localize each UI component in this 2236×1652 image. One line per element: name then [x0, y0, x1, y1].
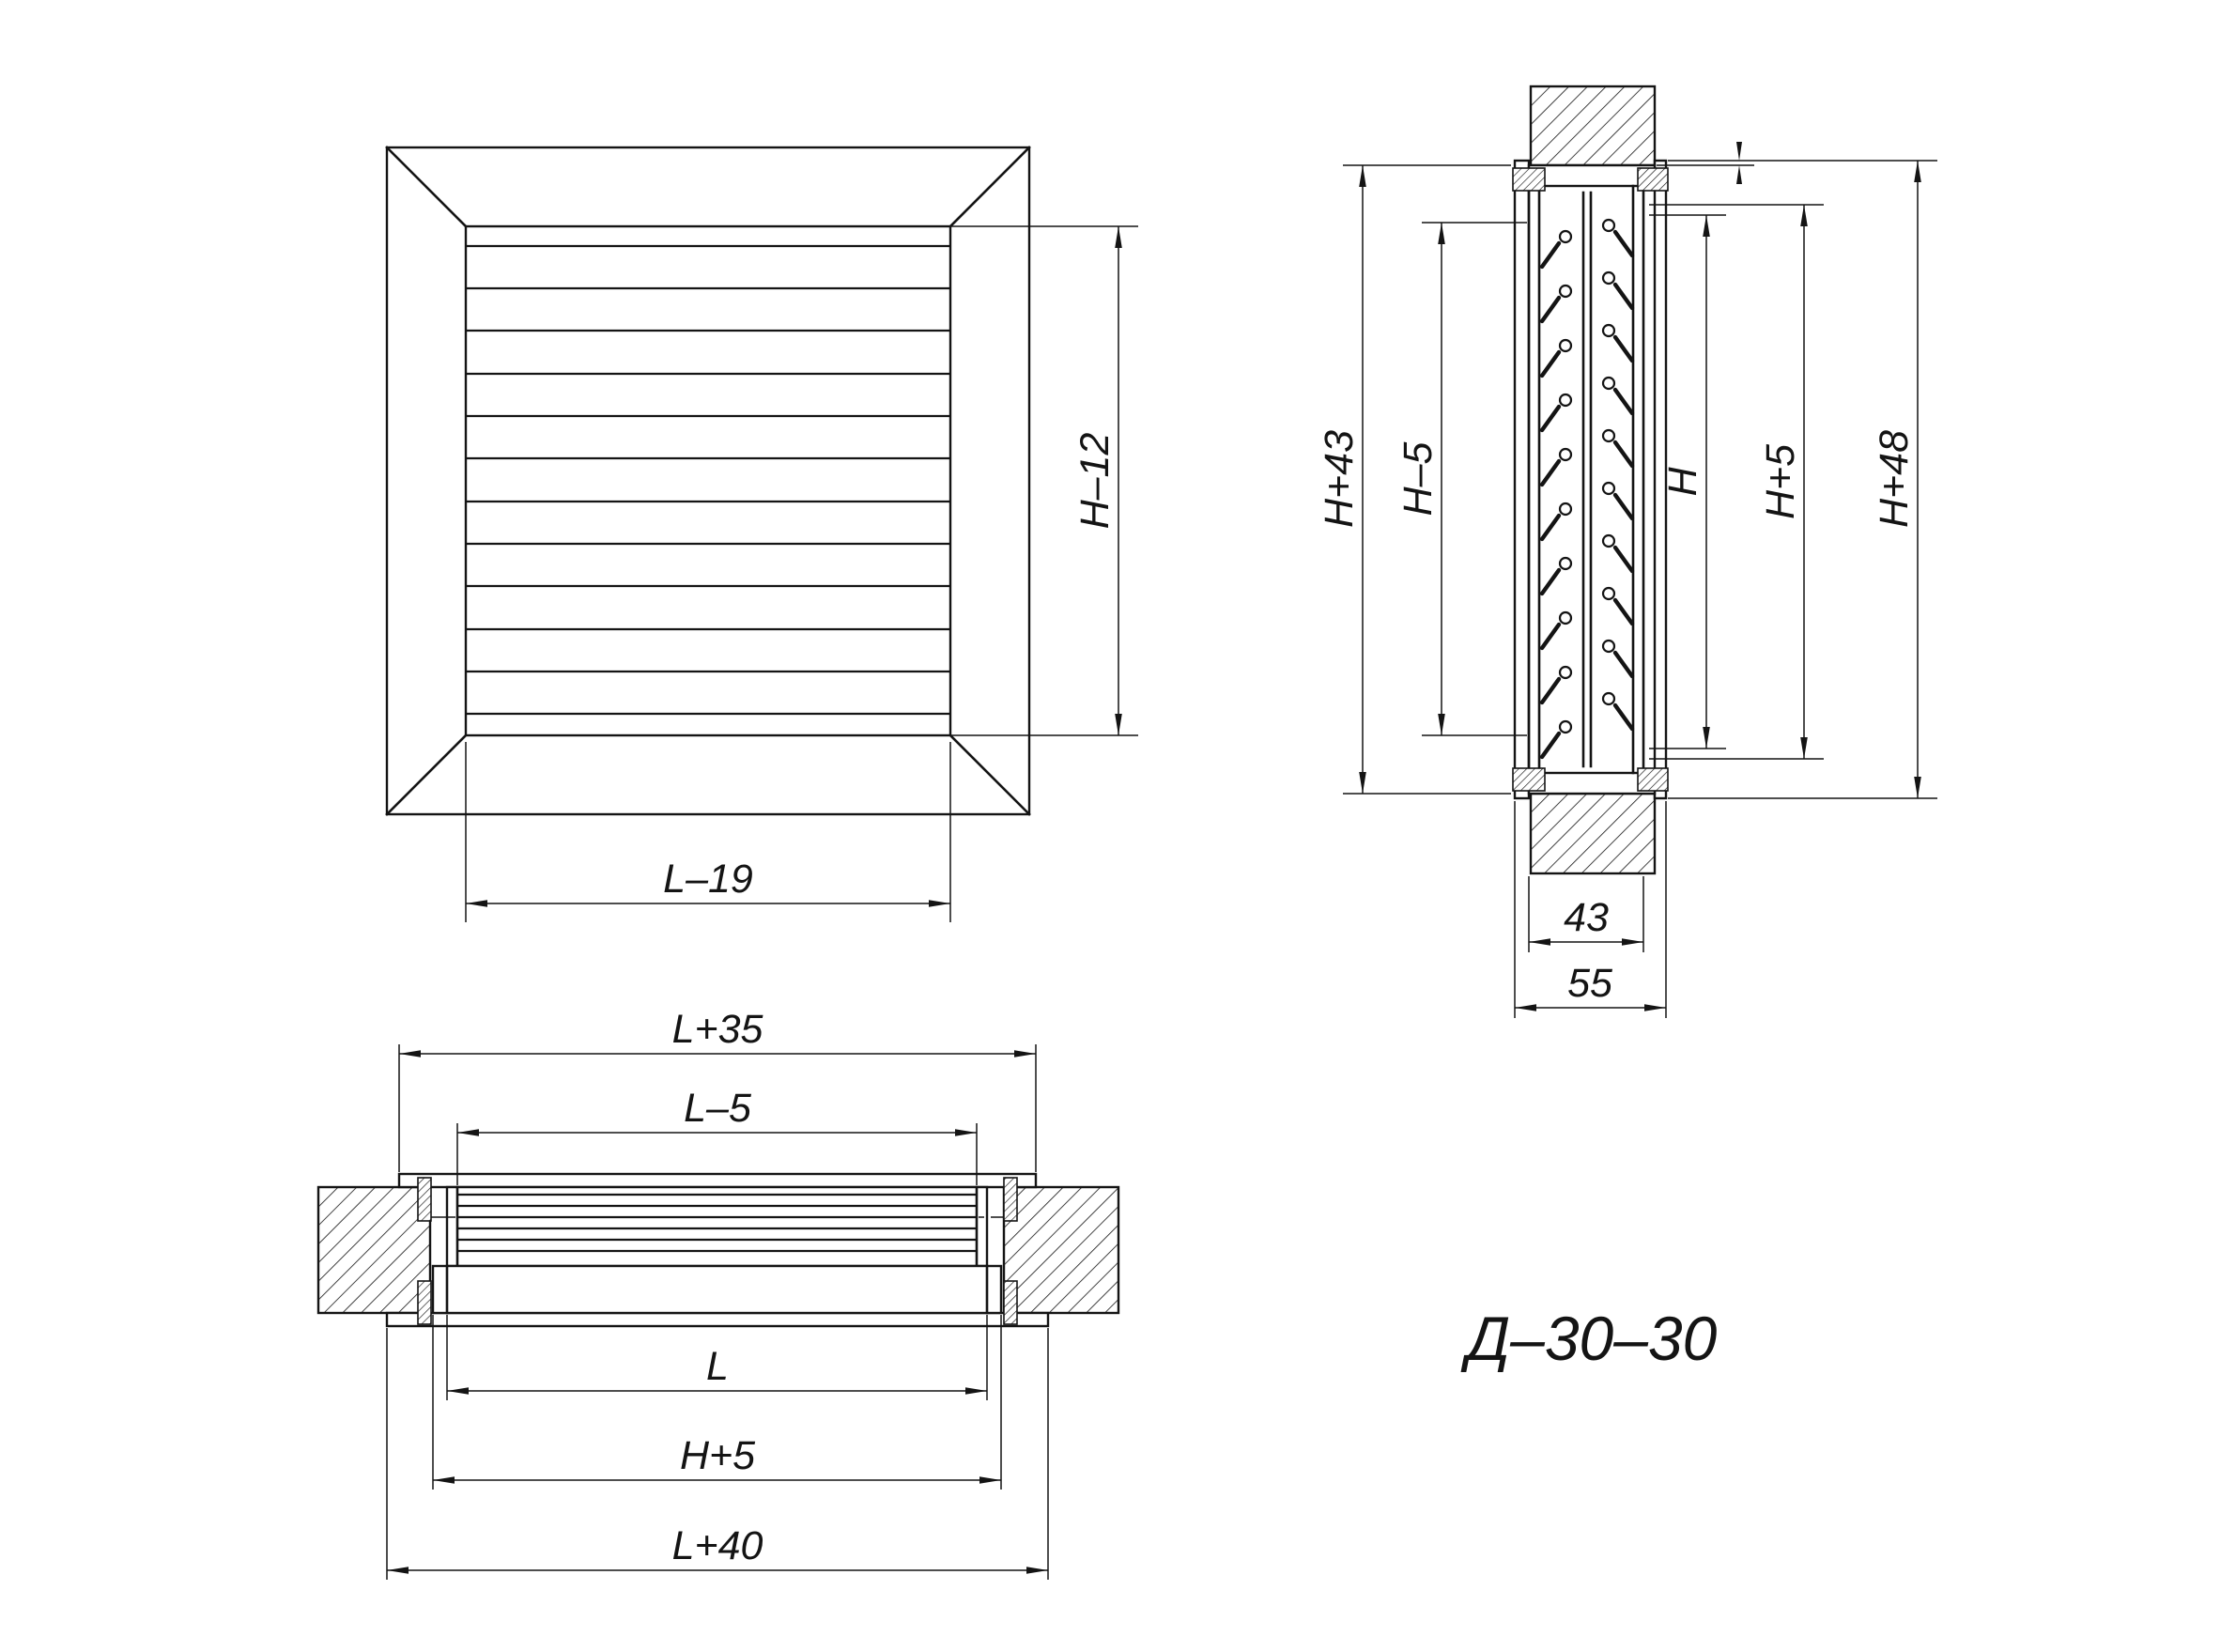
front-louvers	[466, 244, 950, 716]
fastener-screws	[1512, 167, 1669, 792]
dim-43-label: 43	[1564, 895, 1609, 940]
screw-left-front	[417, 1177, 432, 1222]
wall-bottom-section	[1529, 792, 1657, 875]
dim-plan-frame: H+5	[432, 1315, 1002, 1490]
wall-left-section	[316, 1185, 432, 1315]
frame-flange-profile	[385, 1311, 1050, 1328]
screw-bottom-right	[1637, 767, 1669, 792]
dim-l-label: L	[706, 1344, 729, 1389]
dim-h-minus-5-label: H–5	[1396, 440, 1441, 516]
dim-section-h: H	[1649, 214, 1726, 749]
dim-section-outer-right: H+48	[1657, 142, 1937, 799]
front-flange-profile	[1513, 159, 1531, 800]
dim-front-height: H–12	[950, 225, 1138, 736]
front-view	[385, 146, 1031, 816]
dim-plan-top-inner: L–5	[456, 1086, 978, 1185]
dim-section-inner-left: H–5	[1396, 222, 1527, 736]
screw-right-back	[1003, 1280, 1018, 1325]
wall-right-section	[1002, 1185, 1120, 1315]
dim-depth-43: 43	[1528, 876, 1644, 952]
frame-bottom-profile	[1527, 771, 1657, 795]
dim-l-minus-5-label: L–5	[684, 1086, 752, 1131]
dim-plan-top-outer: L+35	[398, 1007, 1037, 1172]
plan-fastener-screws	[417, 1177, 1018, 1325]
frame-body-profile	[431, 1264, 1003, 1315]
drawing-number: Д–30–30	[1460, 1304, 1718, 1373]
dim-55-label: 55	[1567, 961, 1613, 1006]
screw-top-left	[1512, 167, 1546, 192]
dim-section-outer-left: H+43	[1317, 164, 1511, 795]
plan-view	[316, 1172, 1120, 1328]
grille-body-profile	[445, 1185, 989, 1268]
dim-depth-55: 55	[1514, 801, 1667, 1018]
dim-plan-bottom-outer: L+40	[386, 1328, 1049, 1580]
dim-front-height-label: H–12	[1072, 433, 1118, 530]
screw-right-front	[1003, 1177, 1018, 1222]
dim-h-label: H	[1660, 467, 1705, 497]
dim-l40-label: L+40	[672, 1523, 763, 1568]
dim-front-width-label: L–19	[663, 857, 753, 902]
dim-h48-label: H+48	[1872, 430, 1917, 528]
grille-flange-profile	[397, 1172, 1038, 1189]
dim-plan-body: L	[446, 1315, 988, 1400]
dim-plan-h5-label: H+5	[680, 1433, 756, 1478]
mini-arrow-down	[1736, 142, 1742, 161]
screw-bottom-left	[1512, 767, 1546, 792]
mini-arrow-up	[1736, 165, 1742, 184]
dim-h43-label: H+43	[1317, 430, 1362, 528]
screw-left-back	[417, 1280, 432, 1325]
dim-l35-label: L+35	[672, 1007, 764, 1052]
front-frame-corner-bevels	[385, 146, 1031, 816]
louver-blades-right-row	[1601, 218, 1635, 732]
wall-top-section	[1529, 85, 1657, 167]
dim-h-plus-5-label: H+5	[1758, 443, 1803, 519]
dim-section-h-plus-5: H+5	[1649, 204, 1824, 760]
back-flange-profile	[1653, 159, 1668, 800]
dim-front-width: L–19	[465, 742, 951, 922]
louver-blades-left-row	[1539, 229, 1573, 760]
section-view	[1512, 85, 1669, 875]
frame-top-profile	[1527, 163, 1657, 188]
front-frame-inner	[464, 224, 952, 737]
screw-top-right	[1637, 167, 1669, 192]
